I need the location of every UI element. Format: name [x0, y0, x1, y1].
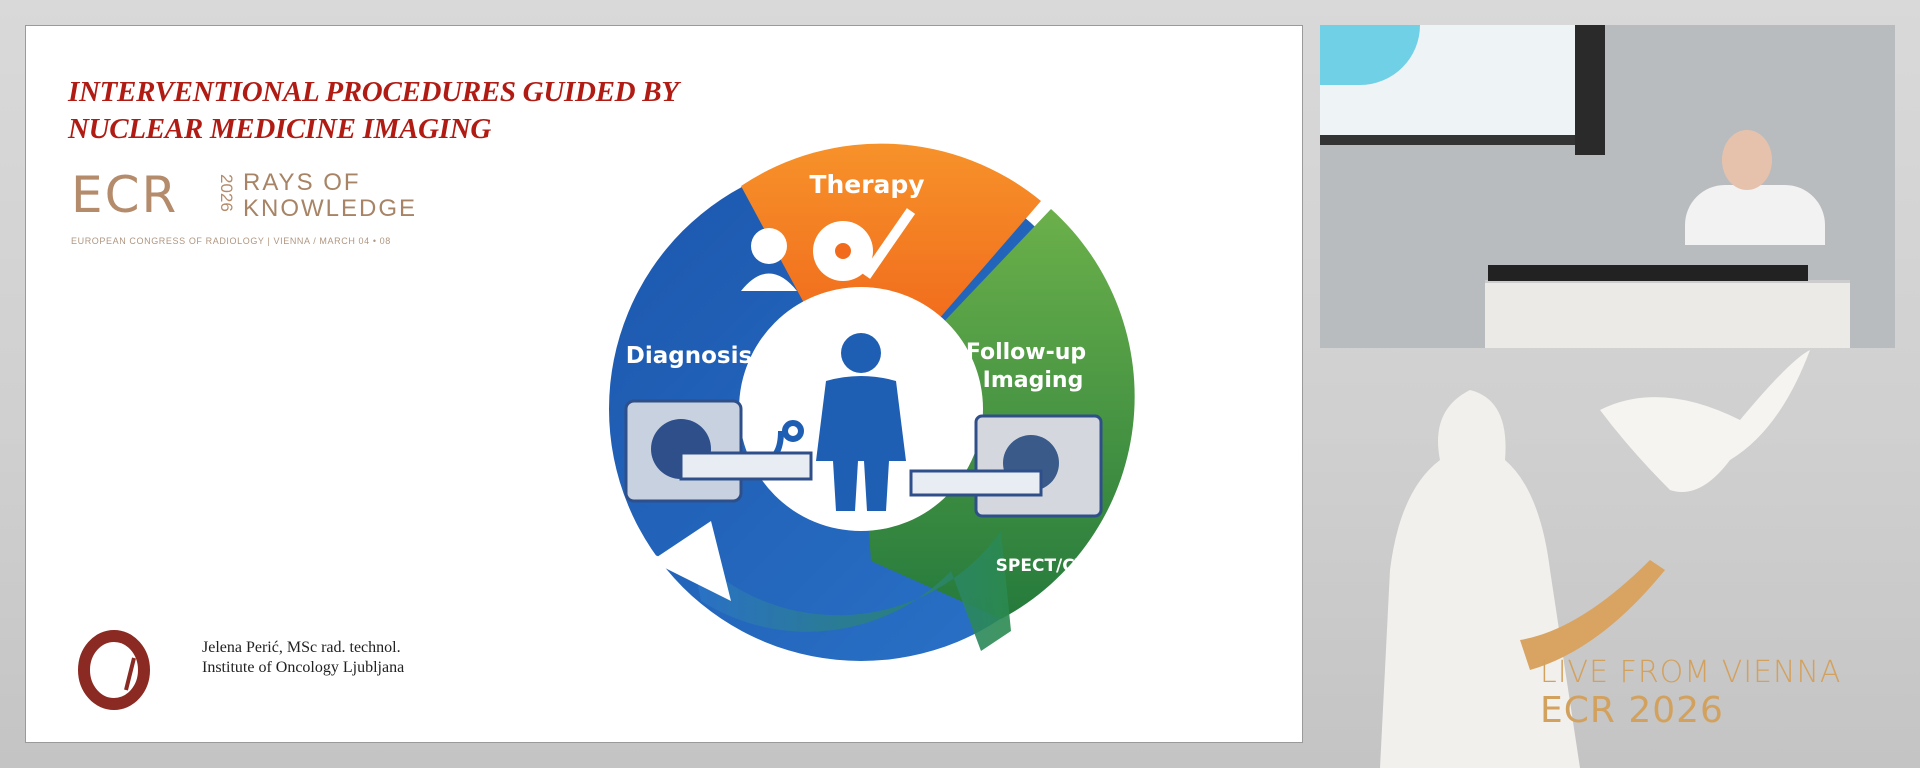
ecr-tagline: RAYS OF KNOWLEDGE: [243, 170, 417, 222]
spect-ct-label: SPECT/CT: [996, 556, 1087, 576]
author-info: Jelena Perić, MSc rad. technol. Institut…: [202, 638, 404, 678]
diagnosis-label: Diagnosis: [626, 343, 752, 369]
therapy-label: Therapy: [809, 170, 924, 199]
therapy-icons: [741, 208, 916, 291]
therapy-segment: [741, 143, 1041, 409]
live-from-vienna-text: LIVE FROM VIENNA: [1540, 655, 1842, 690]
speaker-video: [1320, 25, 1895, 348]
slide-title: INTERVENTIONAL PROCEDURES GUIDED BY NUCL…: [68, 74, 679, 148]
ecr-2026-text: ECR 2026: [1540, 690, 1724, 731]
presentation-slide: INTERVENTIONAL PROCEDURES GUIDED BY NUCL…: [25, 25, 1303, 743]
pet-ct-scanner-icon: [624, 399, 813, 503]
screen-frame: [1575, 25, 1605, 155]
ecr-logo: ECR 2026 RAYS OF KNOWLEDGE EUROPEAN CONG…: [71, 166, 471, 256]
ecr-mark: ECR: [71, 166, 179, 224]
followup-label-1: Follow-up: [966, 340, 1086, 365]
statue-graphic: [1380, 350, 1810, 768]
author-institution: Institute of Oncology Ljubljana: [202, 659, 405, 676]
author-name: Jelena Perić, MSc rad. technol.: [202, 639, 401, 656]
speaker-body: [1685, 185, 1825, 245]
institute-logo: [78, 630, 150, 710]
tagline-1: RAYS OF: [243, 169, 361, 196]
podium: [1485, 280, 1850, 348]
arrow-head-outline: [651, 521, 731, 601]
spect-ct-scanner-icon: [909, 414, 1103, 518]
title-line-1: INTERVENTIONAL PROCEDURES GUIDED BY: [68, 76, 679, 108]
title-line-2: NUCLEAR MEDICINE IMAGING: [68, 113, 492, 145]
followup-label-2: Imaging: [983, 368, 1084, 393]
ecr-subtitle: EUROPEAN CONGRESS OF RADIOLOGY | VIENNA …: [71, 236, 391, 246]
cycle-arrow: [691, 531, 1011, 651]
care-cycle-diagram: Therapy Diagnosis Follow-up Imaging PET/…: [609, 143, 1135, 661]
doctor-icon: [816, 333, 906, 511]
ecr-year: 2026: [217, 174, 236, 212]
laptop: [1488, 265, 1808, 281]
pet-ct-label: PET/CT: [648, 553, 714, 573]
tagline-2: KNOWLEDGE: [243, 195, 418, 222]
speaker-head: [1722, 130, 1772, 190]
